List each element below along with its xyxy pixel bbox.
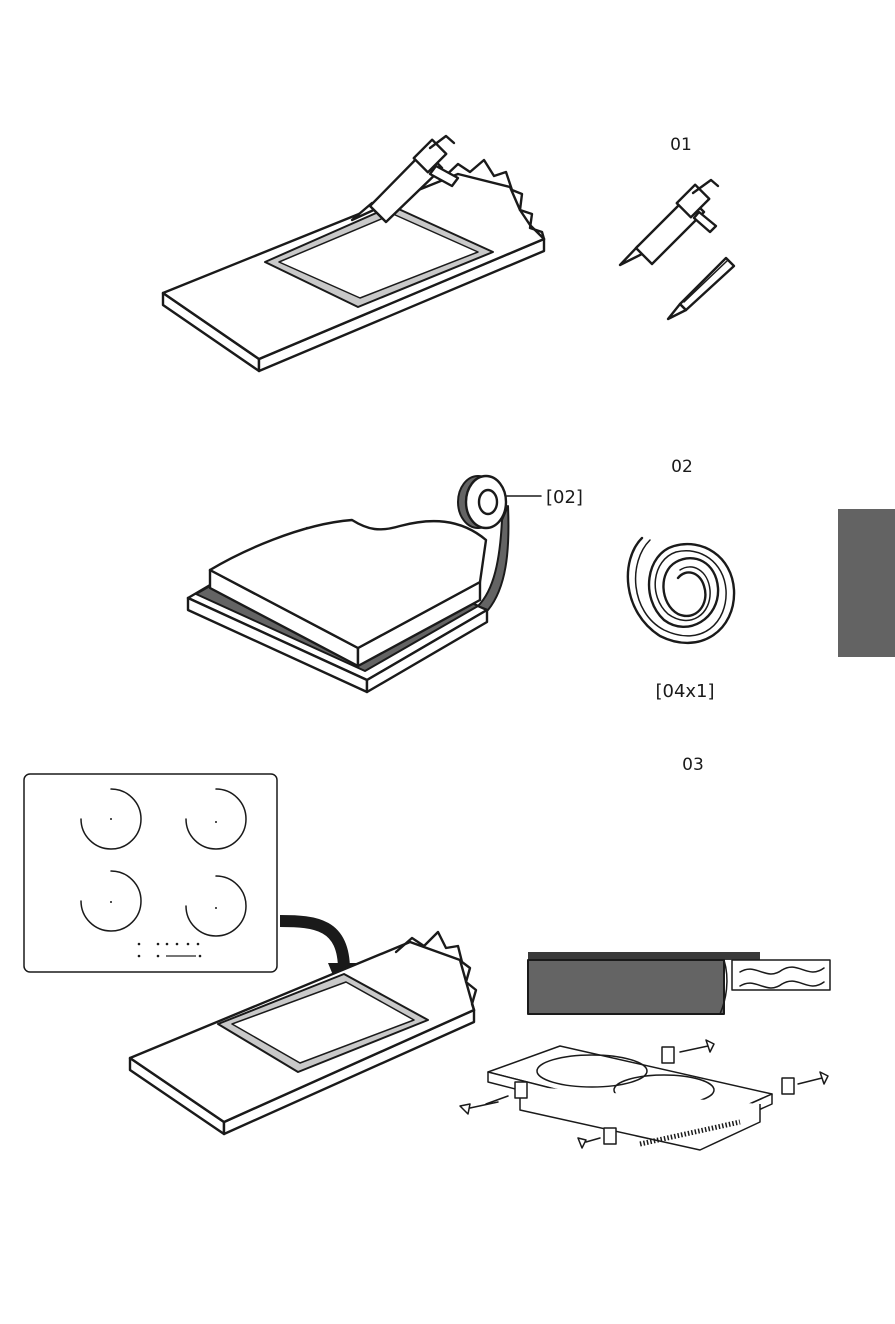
kit-part-label: [04x1] (655, 681, 714, 702)
caulking-gun-icon (620, 180, 718, 265)
step-01: 01 (163, 135, 734, 371)
hob-bracket-illustration (460, 1040, 828, 1150)
step-03-label: 03 (682, 755, 704, 775)
sealing-strip-coil-icon (628, 538, 734, 643)
cross-section-detail (528, 952, 830, 1014)
pencil-icon (668, 258, 734, 319)
step-01-label: 01 (670, 135, 692, 155)
step-02-label: 02 (671, 457, 693, 477)
side-tab (838, 509, 895, 657)
hob-top-view (24, 774, 277, 972)
worktop-sealant-illustration (163, 136, 544, 371)
tape-part-label: [02] (546, 487, 583, 508)
tape-roll-icon (458, 476, 506, 528)
step-02: 02 [02] [04x1] (188, 457, 734, 702)
hob-seal-illustration (188, 476, 541, 692)
step-03: 03 (24, 755, 830, 1150)
